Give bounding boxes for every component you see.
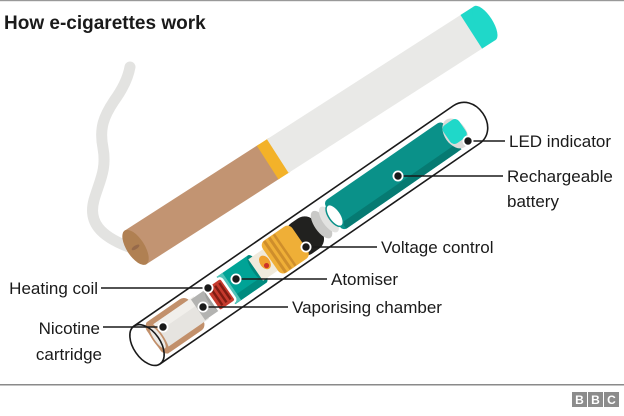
top-rule bbox=[0, 0, 624, 2]
battery-terminal bbox=[325, 203, 345, 228]
nicotine-cartridge-inner bbox=[150, 296, 209, 349]
label-atomiser: Atomiser bbox=[331, 270, 398, 289]
smoke-wisp bbox=[87, 61, 136, 253]
bottom-rule bbox=[0, 384, 624, 386]
dot-led bbox=[462, 135, 474, 147]
label-vaporising-chamber: Vaporising chamber bbox=[292, 298, 442, 317]
spacer-disc bbox=[310, 210, 333, 239]
atomiser-cap-rib bbox=[262, 240, 288, 274]
coil-winding bbox=[214, 285, 228, 303]
label-nicotine-cartridge-line2: cartridge bbox=[36, 345, 102, 364]
cigarette-body bbox=[266, 12, 486, 173]
tube-open-end bbox=[129, 323, 165, 367]
connectors bbox=[101, 135, 505, 333]
cigarette-filter bbox=[123, 144, 281, 265]
filter-end-mark bbox=[131, 244, 140, 251]
bbc-letter-1: B bbox=[575, 393, 584, 407]
dot-atomiser bbox=[230, 273, 242, 285]
bbc-letter-2: B bbox=[591, 393, 600, 407]
atomiser-shade bbox=[231, 276, 267, 305]
dot-chamber bbox=[197, 301, 209, 313]
label-led-indicator: LED indicator bbox=[509, 132, 611, 151]
label-rechargeable-battery-line2: battery bbox=[507, 192, 559, 211]
led-indicator bbox=[442, 119, 467, 145]
dot-coil bbox=[202, 282, 214, 294]
bbc-logo-block bbox=[572, 392, 587, 407]
assembled-ecigarette bbox=[122, 5, 498, 265]
label-nicotine-cartridge-line1: Nicotine bbox=[39, 319, 100, 338]
dot-battery bbox=[392, 170, 404, 182]
dot-voltage bbox=[300, 241, 312, 253]
liquid-drop-icon bbox=[263, 262, 270, 269]
label-rechargeable-battery-line1: Rechargeable bbox=[507, 167, 613, 186]
exploded-ecigarette bbox=[129, 101, 489, 367]
label-voltage-control: Voltage control bbox=[381, 238, 493, 257]
page-title: How e-cigarettes work bbox=[4, 13, 206, 34]
tube-outline bbox=[133, 101, 489, 365]
gold-band bbox=[256, 138, 291, 180]
bbc-logo: B B C bbox=[572, 392, 619, 407]
bbc-logo-block bbox=[604, 392, 619, 407]
bbc-logo-block bbox=[588, 392, 603, 407]
coil-winding bbox=[218, 282, 232, 301]
led-tip-cap bbox=[472, 5, 498, 41]
spacer-disc bbox=[318, 206, 339, 233]
battery-shade bbox=[341, 143, 462, 229]
coil-winding bbox=[210, 287, 224, 306]
atomiser-cap-rib bbox=[267, 236, 292, 270]
label-heating-coil: Heating coil bbox=[9, 279, 98, 298]
rechargeable-battery bbox=[325, 122, 460, 230]
labels: LED indicator Rechargeable battery Volta… bbox=[9, 132, 613, 364]
bbc-letter-3: C bbox=[607, 393, 616, 407]
dot-cartridge bbox=[157, 321, 169, 333]
atomiser-cap-rib bbox=[272, 233, 297, 267]
